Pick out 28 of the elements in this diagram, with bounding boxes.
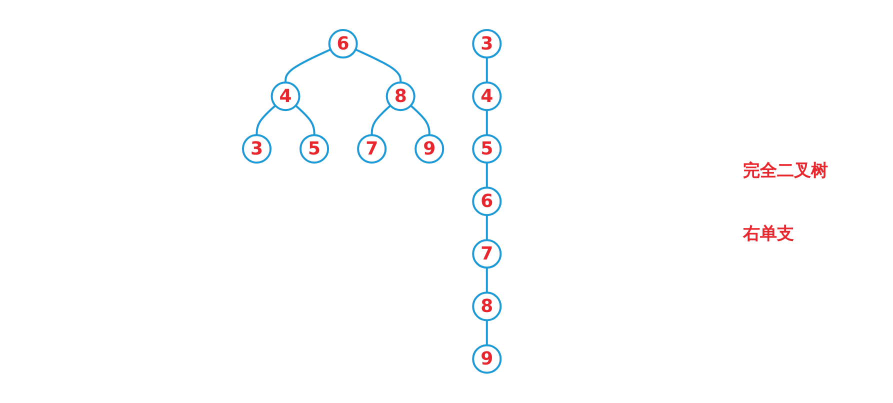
connector xyxy=(486,58,488,83)
connector xyxy=(410,104,430,136)
node-circle: 3 xyxy=(472,29,502,59)
node-circle: 4 xyxy=(270,82,300,112)
node-circle: 9 xyxy=(472,344,502,374)
connector xyxy=(486,268,488,293)
connector xyxy=(486,320,488,346)
connector xyxy=(294,104,315,136)
node-circle: 3 xyxy=(242,134,272,164)
caption-text: 右单支 xyxy=(743,222,795,244)
node-circle: 5 xyxy=(299,134,329,164)
node-circle: 4 xyxy=(472,82,502,112)
node-circle: 6 xyxy=(472,186,502,216)
node-circle: 8 xyxy=(472,292,502,322)
node-circle: 9 xyxy=(414,134,444,164)
node-circle: 7 xyxy=(472,239,502,269)
connector xyxy=(255,104,276,136)
node-circle: 6 xyxy=(328,29,358,59)
connector xyxy=(284,48,331,83)
node-circle: 5 xyxy=(472,134,502,164)
connector xyxy=(486,215,488,240)
connector xyxy=(486,110,488,136)
node-circle: 7 xyxy=(356,134,386,164)
connector xyxy=(354,48,402,83)
connector xyxy=(370,104,391,136)
node-circle: 8 xyxy=(386,82,416,112)
caption-text: 完全二叉树 xyxy=(743,160,829,182)
connector xyxy=(486,162,488,188)
